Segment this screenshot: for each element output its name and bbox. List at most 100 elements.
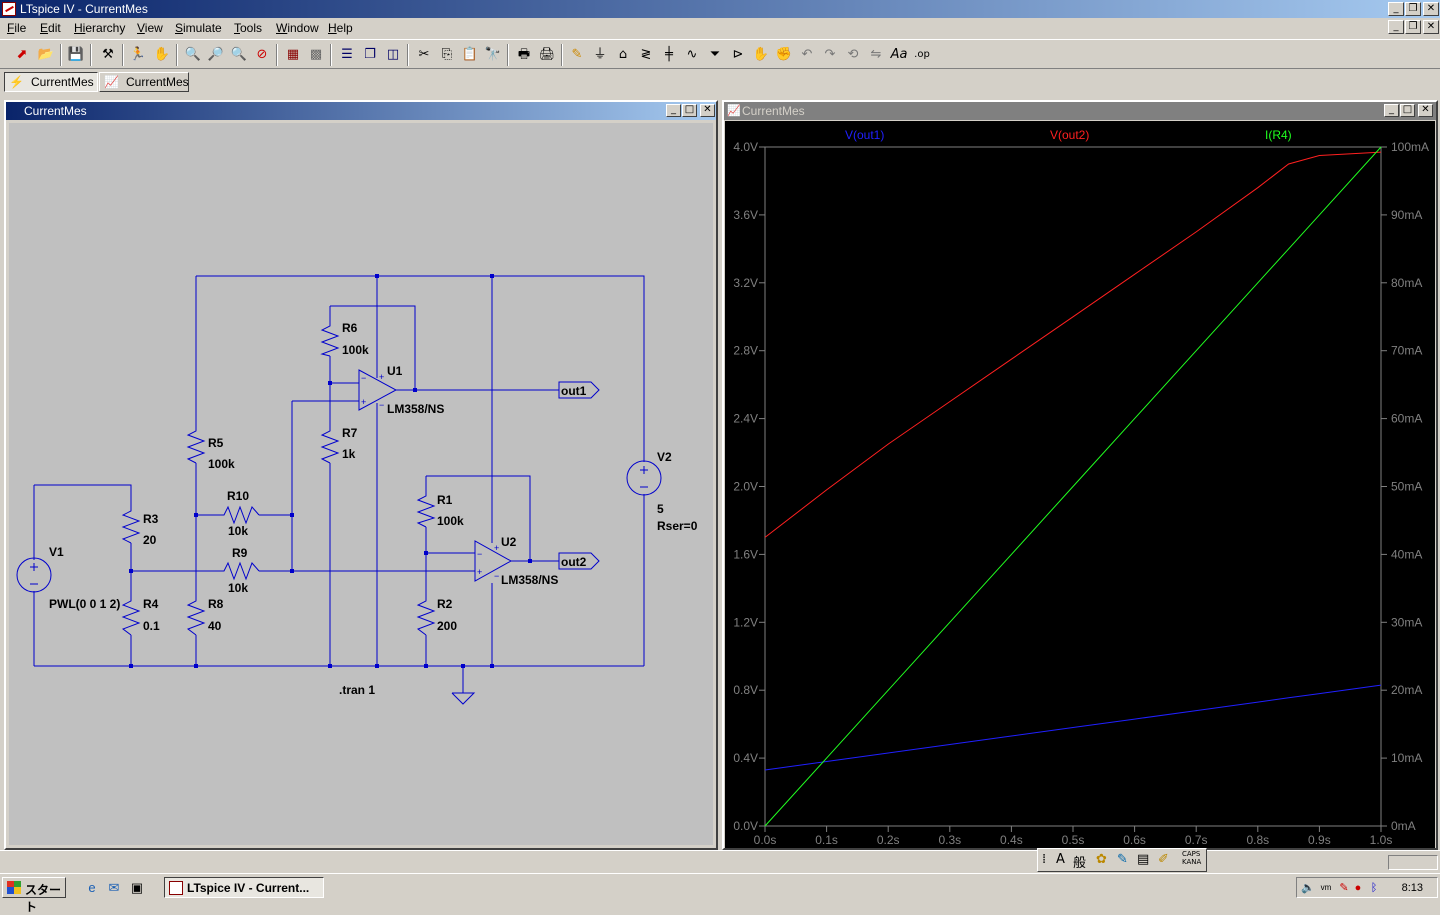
menu-simulate[interactable]: Simulate bbox=[175, 21, 222, 35]
redo-icon[interactable]: ↷ bbox=[824, 47, 836, 62]
svg-text:−: − bbox=[379, 400, 384, 410]
control-panel-icon[interactable]: ⚒ bbox=[102, 47, 114, 62]
r5-name: R5 bbox=[208, 436, 224, 450]
label-net-icon[interactable]: ⌂ bbox=[618, 47, 628, 62]
paste-icon[interactable]: 📋 bbox=[461, 47, 479, 62]
waveform-close-button[interactable]: ✕ bbox=[1418, 104, 1433, 117]
schematic-title: CurrentMes bbox=[24, 104, 87, 118]
r7-value: 1k bbox=[342, 447, 356, 461]
print-preview-icon[interactable]: 🖶 bbox=[517, 47, 531, 62]
restore-button[interactable]: ❐ bbox=[1405, 2, 1421, 16]
cut-icon[interactable]: ✂ bbox=[418, 47, 430, 62]
x-tick-label: 0.9s bbox=[1308, 833, 1331, 847]
y-left-tick-label: 0.0V bbox=[733, 819, 758, 833]
ground-icon[interactable]: ⏚ bbox=[593, 47, 607, 62]
alert-icon[interactable]: ● bbox=[1354, 882, 1362, 894]
show-desktop-icon[interactable]: ▣ bbox=[130, 880, 144, 895]
internet-explorer-icon[interactable]: e bbox=[88, 880, 96, 895]
tile-vertical-icon[interactable]: ◫ bbox=[386, 47, 400, 62]
open-icon[interactable]: 📂 bbox=[37, 47, 55, 62]
text-icon[interactable]: Aa bbox=[890, 47, 908, 62]
r3-value: 20 bbox=[143, 533, 157, 547]
schematic-close-button[interactable]: ✕ bbox=[700, 104, 715, 117]
ime-grip-icon: ⁞ bbox=[1042, 852, 1047, 867]
halt-icon[interactable]: ✋ bbox=[153, 47, 171, 62]
pan-icon[interactable]: 🔎 bbox=[207, 47, 225, 62]
ltspice-task-icon bbox=[169, 881, 183, 895]
close-button[interactable]: ✕ bbox=[1423, 2, 1439, 16]
inductor-icon[interactable]: ∿ bbox=[686, 47, 698, 62]
move-icon[interactable]: ✋ bbox=[752, 47, 770, 62]
bluetooth-icon[interactable]: ᛒ bbox=[1370, 882, 1378, 894]
menu-hierarchy[interactable]: Hierarchy bbox=[74, 21, 126, 35]
resistor-icon[interactable]: ≷ bbox=[640, 47, 652, 62]
tab-schematic[interactable]: ⚡ CurrentMes bbox=[4, 72, 98, 92]
capacitor-icon[interactable]: ╪ bbox=[665, 47, 673, 62]
menu-view[interactable]: View bbox=[137, 21, 163, 35]
run-icon[interactable]: 🏃 bbox=[129, 47, 147, 62]
vm-icon[interactable]: vm bbox=[1320, 883, 1332, 892]
trace-label-0[interactable]: V(out1) bbox=[845, 128, 884, 142]
r3-name: R3 bbox=[143, 512, 159, 526]
mirror-icon[interactable]: ⇋ bbox=[870, 47, 882, 62]
tile-horizontal-icon[interactable]: ☰ bbox=[341, 47, 353, 62]
start-button[interactable]: スタート bbox=[2, 877, 66, 914]
r9-symbol bbox=[221, 561, 260, 581]
autorange-icon[interactable]: ▦ bbox=[286, 47, 300, 62]
new-schematic-icon[interactable]: ⬈ bbox=[16, 47, 28, 62]
waveform-icon: 📈 bbox=[104, 75, 119, 89]
cascade-icon[interactable]: ❐ bbox=[364, 47, 376, 62]
undo-icon[interactable]: ↶ bbox=[801, 47, 813, 62]
menu-help[interactable]: Help bbox=[328, 21, 353, 35]
find-icon[interactable]: 🔭 bbox=[484, 47, 502, 62]
ime-tool-icon[interactable]: ▤ bbox=[1137, 852, 1150, 867]
menu-tools[interactable]: Tools bbox=[234, 21, 263, 35]
waveform-minimize-button[interactable]: _ bbox=[1384, 104, 1399, 117]
taskbar-task-ltspice[interactable]: LTspice IV - Current... bbox=[164, 877, 324, 898]
tab-waveform[interactable]: 📈 CurrentMes bbox=[99, 72, 189, 92]
schematic-canvas[interactable]: −+ +− −+ +− bbox=[9, 123, 713, 845]
ime-help-icon[interactable]: ✐ bbox=[1158, 852, 1169, 867]
menu-window[interactable]: Window bbox=[276, 21, 319, 35]
zoom-out-icon[interactable]: 🔍 bbox=[230, 47, 248, 62]
component-icon[interactable]: ⊳ bbox=[732, 47, 744, 62]
zoom-in-icon[interactable]: 🔍 bbox=[184, 47, 202, 62]
minimize-button[interactable]: _ bbox=[1388, 2, 1404, 16]
schematic-titlebar: CurrentMes _ □ ✕ bbox=[6, 102, 716, 120]
r7-symbol bbox=[320, 428, 340, 464]
mdi-minimize-button[interactable]: _ bbox=[1388, 20, 1404, 34]
out1-flag bbox=[558, 381, 600, 399]
save-icon[interactable]: 💾 bbox=[67, 47, 85, 62]
menu-edit[interactable]: Edit bbox=[40, 21, 61, 35]
waveform-maximize-button[interactable]: □ bbox=[1400, 104, 1415, 117]
menu-file[interactable]: File bbox=[7, 21, 27, 35]
trace-label-2[interactable]: I(R4) bbox=[1265, 128, 1292, 142]
mdi-close-button[interactable]: ✕ bbox=[1423, 20, 1439, 34]
ime-input-mode[interactable]: 般 bbox=[1073, 856, 1087, 871]
print-icon[interactable]: 🖨 bbox=[538, 47, 556, 62]
trace-1 bbox=[764, 151, 1382, 538]
trace-label-1[interactable]: V(out2) bbox=[1050, 128, 1089, 142]
outlook-express-icon[interactable]: ✉ bbox=[108, 880, 120, 895]
schematic-minimize-button[interactable]: _ bbox=[666, 104, 681, 117]
y-left-tick-label: 3.2V bbox=[733, 276, 758, 290]
ime-pad-icon[interactable]: ✿ bbox=[1096, 852, 1107, 867]
spice-directive-icon[interactable]: .op bbox=[914, 49, 930, 60]
ime-dictionary-icon[interactable]: ✎ bbox=[1117, 852, 1128, 867]
schematic-maximize-button[interactable]: □ bbox=[682, 104, 697, 117]
rotate-icon[interactable]: ⟲ bbox=[847, 47, 859, 62]
ime-input-mode-a[interactable]: A bbox=[1056, 852, 1065, 867]
mdi-restore-button[interactable]: ❐ bbox=[1405, 20, 1421, 34]
drag-icon[interactable]: ✊ bbox=[775, 47, 793, 62]
draw-wire-icon[interactable]: ✎ bbox=[571, 47, 583, 62]
ltspice-app-icon[interactable] bbox=[2, 2, 16, 16]
zoom-fit-icon[interactable]: ⊘ bbox=[256, 47, 268, 62]
grid-icon[interactable]: ▩ bbox=[309, 47, 323, 62]
pen-icon[interactable]: ✎ bbox=[1339, 882, 1349, 894]
ground-symbol bbox=[451, 692, 476, 705]
diode-icon[interactable]: ⏷ bbox=[709, 47, 721, 62]
copy-icon[interactable]: ⎘ bbox=[441, 47, 453, 62]
volume-icon[interactable]: 🔈 bbox=[1301, 882, 1315, 894]
